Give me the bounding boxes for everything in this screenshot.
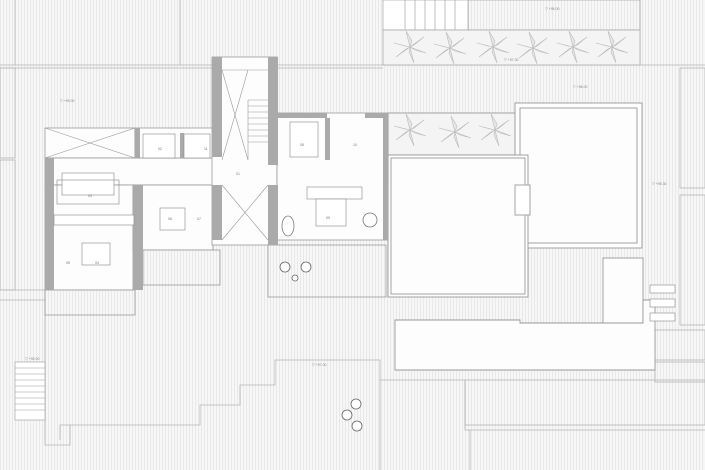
pool-middle — [387, 154, 529, 298]
wardrobe — [142, 133, 176, 159]
level-marker: ▽ +97.00 — [312, 363, 327, 367]
top-terrace — [467, 0, 641, 31]
bed — [81, 242, 111, 266]
top-stair — [382, 0, 469, 31]
bed — [159, 207, 186, 231]
level-marker: ▽ +97.30 — [504, 58, 519, 62]
room-label: 02 — [158, 147, 162, 151]
room-label: 06 — [168, 217, 172, 221]
level-marker: ▽ +95.00 — [25, 357, 40, 361]
room-label: 11 — [204, 147, 208, 151]
pool-upper — [514, 102, 643, 249]
bathtub-icon — [281, 215, 295, 237]
level-marker: ▽ +95.00 — [60, 99, 75, 103]
level-marker: ▽ +96.00 — [573, 85, 588, 89]
level-marker: ▽ +95.00 — [545, 7, 560, 11]
pool-channel — [602, 257, 644, 324]
sun-lounger-icon — [649, 284, 676, 322]
bed — [315, 198, 347, 227]
room-label: 08 — [300, 143, 304, 147]
closet-island — [289, 121, 319, 158]
level-marker: ▽ +95.30 — [652, 182, 667, 186]
room-label: 07 — [197, 217, 201, 221]
walls — [45, 57, 388, 290]
round-chair — [362, 212, 378, 228]
room-label: 01 — [236, 172, 240, 176]
pool-long — [394, 299, 656, 371]
building — [44, 56, 389, 316]
interior-stair — [44, 69, 269, 241]
armchair-icon — [279, 261, 363, 432]
shower — [183, 133, 211, 159]
vanity — [306, 186, 363, 200]
room-label: 10 — [353, 143, 357, 147]
sofa — [61, 172, 115, 196]
room-label: 03 — [88, 194, 92, 198]
furniture — [53, 121, 363, 266]
planter-strip — [382, 29, 641, 66]
exterior-stair — [14, 361, 46, 421]
pool-step — [514, 184, 531, 216]
room-label: 09 — [326, 216, 330, 220]
media-unit — [53, 214, 135, 226]
room-label: 05 — [66, 261, 70, 265]
room-label: 04 — [95, 261, 99, 265]
